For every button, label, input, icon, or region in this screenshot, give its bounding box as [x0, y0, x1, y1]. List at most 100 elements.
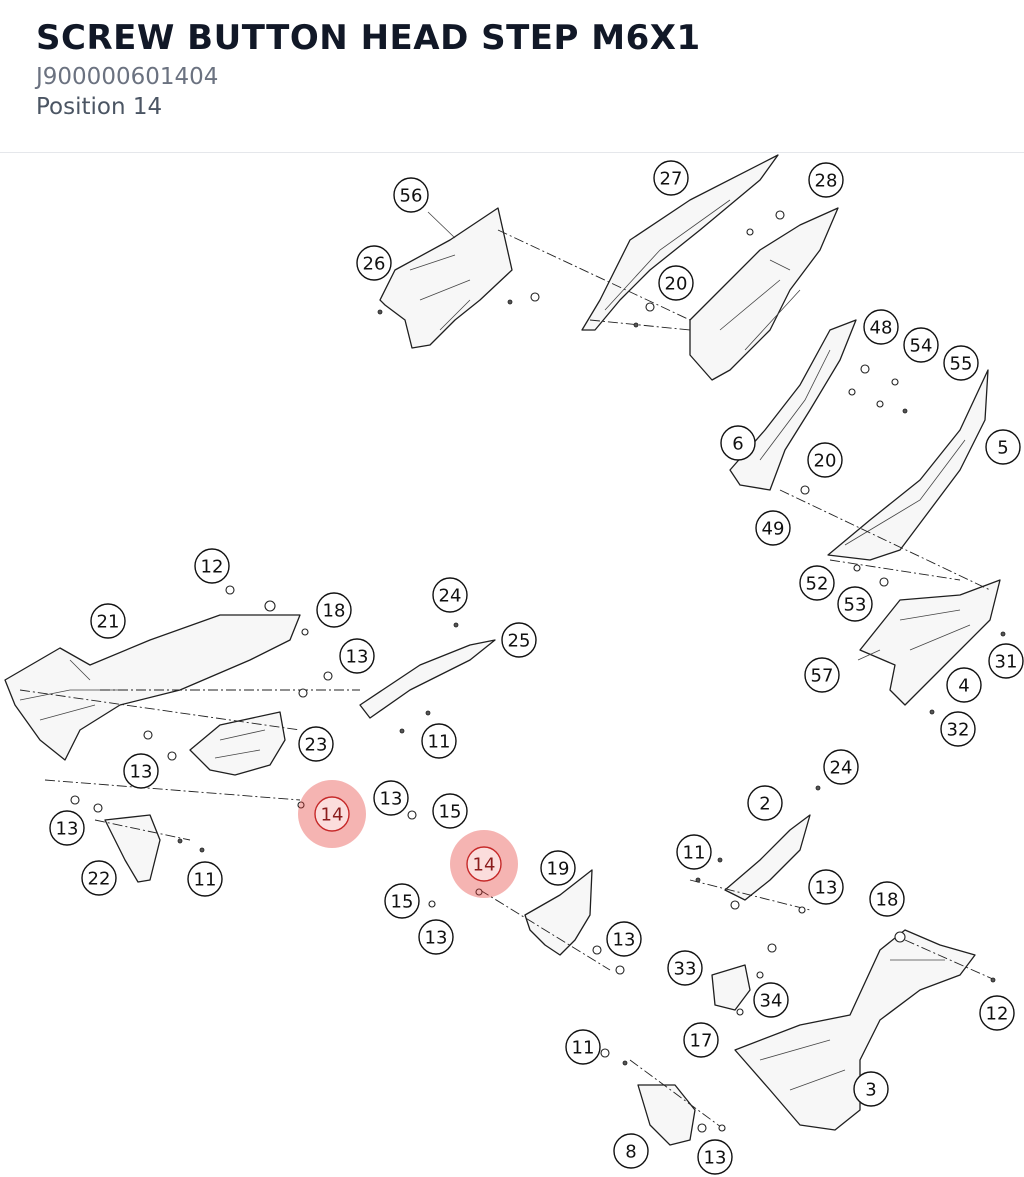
callout-13[interactable]: 13	[49, 810, 85, 846]
callout-ring	[432, 793, 468, 829]
callout-55[interactable]: 55	[943, 345, 979, 381]
callout-ring	[194, 548, 230, 584]
callout-11[interactable]: 11	[187, 861, 223, 897]
callout-label: 3	[865, 1080, 876, 1101]
callout-28[interactable]: 28	[808, 162, 844, 198]
highlighted-callout-14[interactable]: 14	[450, 830, 518, 898]
callout-12[interactable]: 12	[979, 995, 1015, 1031]
parts-illustration	[4, 154, 1006, 1146]
callout-5[interactable]: 5	[985, 429, 1021, 465]
callout-label: 13	[56, 819, 79, 840]
callout-label: 6	[732, 434, 743, 455]
callout-ring	[298, 726, 334, 762]
callout-13[interactable]: 13	[808, 869, 844, 905]
callout-ring	[988, 643, 1024, 679]
callout-ring	[658, 265, 694, 301]
callout-ring	[823, 749, 859, 785]
callout-ring	[869, 881, 905, 917]
callout-label: 33	[674, 959, 697, 980]
callout-label: 34	[760, 991, 783, 1012]
callout-ring	[946, 667, 982, 703]
callout-ring	[356, 245, 392, 281]
callout-label: 20	[814, 451, 837, 472]
callout-13[interactable]: 13	[373, 780, 409, 816]
callout-13[interactable]: 13	[697, 1139, 733, 1175]
callout-34[interactable]: 34	[753, 982, 789, 1018]
callout-label: 13	[704, 1148, 727, 1169]
callout-6[interactable]: 6	[720, 425, 756, 461]
callout-48[interactable]: 48	[863, 309, 899, 345]
callout-2[interactable]: 2	[747, 785, 783, 821]
highlighted-callout-14[interactable]: 14	[298, 780, 366, 848]
part-position: Position 14	[36, 94, 163, 120]
callout-33[interactable]: 33	[667, 950, 703, 986]
callout-27[interactable]: 27	[653, 160, 689, 196]
callout-label: 13	[380, 789, 403, 810]
callout-ring	[720, 425, 756, 461]
callout-49[interactable]: 49	[755, 510, 791, 546]
callout-13[interactable]: 13	[606, 921, 642, 957]
callout-ring	[81, 860, 117, 896]
callout-22[interactable]: 22	[81, 860, 117, 896]
callout-label: 52	[806, 574, 829, 595]
callout-3[interactable]: 3	[853, 1071, 889, 1107]
callout-15[interactable]: 15	[432, 793, 468, 829]
callout-23[interactable]: 23	[298, 726, 334, 762]
callout-label: 11	[194, 870, 217, 891]
callout-18[interactable]: 18	[869, 881, 905, 917]
callout-label: 20	[665, 274, 688, 295]
callout-ring	[466, 846, 502, 882]
callout-label: 31	[995, 652, 1018, 673]
callout-56[interactable]: 56	[393, 177, 429, 213]
callout-label: 4	[958, 676, 969, 697]
callout-20[interactable]: 20	[807, 442, 843, 478]
callout-4[interactable]: 4	[946, 667, 982, 703]
callout-25[interactable]: 25	[501, 622, 537, 658]
callout-20[interactable]: 20	[658, 265, 694, 301]
callout-label: 11	[683, 843, 706, 864]
callout-13[interactable]: 13	[123, 753, 159, 789]
callout-ring	[393, 177, 429, 213]
callout-ring	[49, 810, 85, 846]
callout-label: 15	[391, 892, 414, 913]
callout-17[interactable]: 17	[683, 1022, 719, 1058]
part-number: J900000601404	[36, 64, 219, 90]
callout-label: 21	[97, 612, 120, 633]
callout-26[interactable]: 26	[356, 245, 392, 281]
callout-8[interactable]: 8	[613, 1133, 649, 1169]
callout-21[interactable]: 21	[90, 603, 126, 639]
callout-ring	[837, 586, 873, 622]
callout-18[interactable]: 18	[316, 592, 352, 628]
callout-11[interactable]: 11	[565, 1029, 601, 1065]
callout-label: 25	[508, 631, 531, 652]
callout-13[interactable]: 13	[339, 638, 375, 674]
callout-24[interactable]: 24	[432, 577, 468, 613]
callout-label: 22	[88, 869, 111, 890]
callout-label: 24	[439, 586, 462, 607]
callout-label: 55	[950, 354, 973, 375]
callout-53[interactable]: 53	[837, 586, 873, 622]
callout-24[interactable]: 24	[823, 749, 859, 785]
callout-31[interactable]: 31	[988, 643, 1024, 679]
callout-11[interactable]: 11	[676, 834, 712, 870]
callout-ring	[683, 1022, 719, 1058]
callout-ring	[540, 850, 576, 886]
callout-32[interactable]: 32	[940, 711, 976, 747]
callout-label: 13	[130, 762, 153, 783]
callout-12[interactable]: 12	[194, 548, 230, 584]
part-title: SCREW BUTTON HEAD STEP M6X1	[36, 18, 701, 58]
callout-label: 49	[762, 519, 785, 540]
callout-label: 24	[830, 758, 853, 779]
callout-15[interactable]: 15	[384, 883, 420, 919]
callout-ring	[314, 796, 350, 832]
callout-11[interactable]: 11	[421, 723, 457, 759]
callout-52[interactable]: 52	[799, 565, 835, 601]
callout-label: 8	[625, 1142, 636, 1163]
callout-54[interactable]: 54	[903, 327, 939, 363]
callout-57[interactable]: 57	[804, 657, 840, 693]
callout-13[interactable]: 13	[418, 919, 454, 955]
callout-19[interactable]: 19	[540, 850, 576, 886]
callout-ring	[985, 429, 1021, 465]
